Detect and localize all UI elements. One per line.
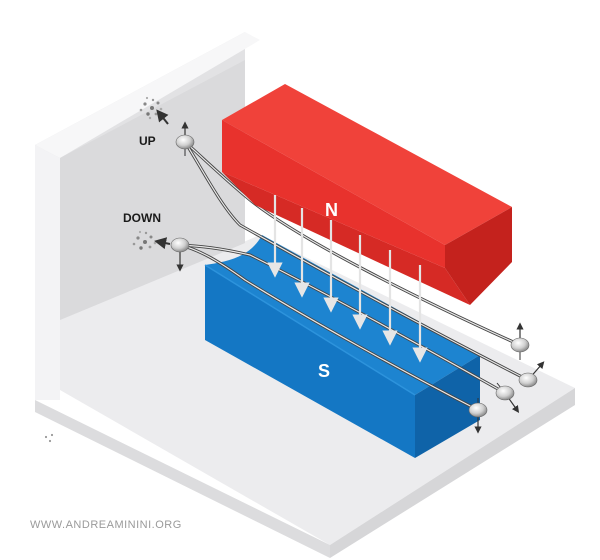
label-north-pole: N <box>325 200 338 220</box>
decorative-dots <box>44 433 54 443</box>
atom-source-2 <box>518 361 545 388</box>
label-down: DOWN <box>123 211 161 225</box>
label-up: UP <box>139 134 156 148</box>
atom-source-3 <box>495 382 520 413</box>
watermark: WWW.ANDREAMININI.ORG <box>30 519 182 531</box>
atom-source-1 <box>510 322 530 360</box>
magnetic-field-arrows <box>267 195 428 363</box>
label-south-pole: S <box>318 361 330 381</box>
atom-down-detected <box>154 237 190 272</box>
detection-spot-up <box>139 96 163 120</box>
atom-up-detected <box>156 109 195 156</box>
atom-beams <box>179 140 529 412</box>
north-magnet <box>222 84 512 305</box>
atom-source-4 <box>468 398 488 434</box>
